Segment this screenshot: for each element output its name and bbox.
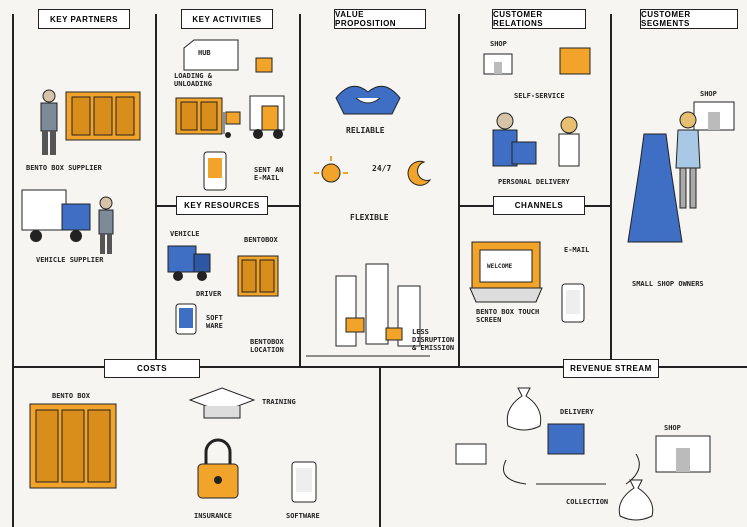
reliable-label: Reliable [346,126,385,135]
hub-building-icon [183,39,239,71]
insurance-label: Insurance [194,512,232,520]
revenue-stream-header: Revenue Stream [563,359,659,378]
divider [379,366,381,527]
costs-header: Costs [104,359,200,378]
key-resources-header: Key Resources [176,196,268,215]
shop-label: Shop [490,40,507,48]
bento-box-costs-label: Bento Box [52,392,90,400]
laptop-icon [469,241,543,303]
dress-icon [627,133,683,243]
locker-icon [175,97,223,135]
vehicle-supplier-label: Vehicle Supplier [36,256,104,264]
padlock-icon [197,438,239,499]
package-icon [511,141,537,165]
software-label: Soft ware [206,314,223,331]
handshake-icon [335,85,401,115]
shop-icon [483,53,513,75]
email-channel-label: E-mail [564,246,590,254]
customer-relations-header: Customer Relations [492,9,586,29]
cycle-arrows-icon [503,453,640,485]
phone-icon [291,461,317,503]
person-icon [675,111,701,209]
loading-unloading-label: Loading & Unloading [174,72,212,89]
shop-segments-label: Shop [700,90,717,98]
truck-icon [21,189,91,242]
locker-icon [237,255,279,297]
self-service-label: Self-Service [514,92,565,100]
customer-segments-header: Customer Segments [640,9,738,29]
divider [12,14,14,527]
twenty-four-seven-label: 24/7 [372,164,392,173]
phone-icon [175,303,197,335]
driver-label: Driver [196,290,222,298]
hub-label: HUB [198,49,211,57]
collection-label: Collection [566,498,609,506]
person-icon [98,196,114,254]
phone-icon [203,151,227,191]
truck-icon [249,57,285,139]
divider [155,14,157,366]
graduation-cap-icon [188,387,256,419]
shop-icon [655,435,711,473]
shop-revenue-label: Shop [664,424,681,432]
city-icon [306,263,430,357]
bentobox-label: Bentobox [244,236,278,244]
key-partners-header: Key Partners [38,9,130,29]
key-activities-header: Key Activities [181,9,273,29]
truck-icon [167,245,211,281]
divider [610,14,612,366]
moon-icon [407,160,432,186]
flexible-label: Flexible [350,213,389,222]
person-icon [558,116,580,167]
shop-icon [693,101,735,131]
vehicle-label: Vehicle [170,230,200,238]
dolly-icon [223,111,241,138]
bento-box-touch-screen-label: Bento Box Touch Screen [476,308,540,325]
channels-header: Channels [493,196,585,215]
personal-delivery-label: Personal Delivery [498,178,570,186]
software-costs-label: Software [286,512,320,520]
phone-icon [561,283,585,323]
delivery-label: Delivery [560,408,594,416]
less-disruption-label: Less Disruption & Emission [412,328,455,353]
locker-icon [559,47,591,75]
money-bag-icon [618,479,654,521]
package-icon [547,423,585,455]
package-icon [455,443,487,465]
divider [299,14,301,366]
sent-an-email-label: Sent an E-mail [254,166,284,183]
money-bag-icon [506,387,542,431]
locker-icon [65,91,141,141]
person-icon [40,89,58,155]
sun-icon [314,156,348,183]
bento-box-supplier-label: Bento Box Supplier [26,164,102,172]
bentobox-location-label: Bentobox Location [250,338,284,355]
small-shop-owners-label: Small Shop Owners [632,280,704,288]
locker-icon [29,403,117,489]
welcome-label: Welcome [487,263,513,270]
training-label: Training [262,398,296,406]
divider [458,14,460,366]
person-icon [492,112,518,167]
value-proposition-header: Value Proposition [334,9,426,29]
